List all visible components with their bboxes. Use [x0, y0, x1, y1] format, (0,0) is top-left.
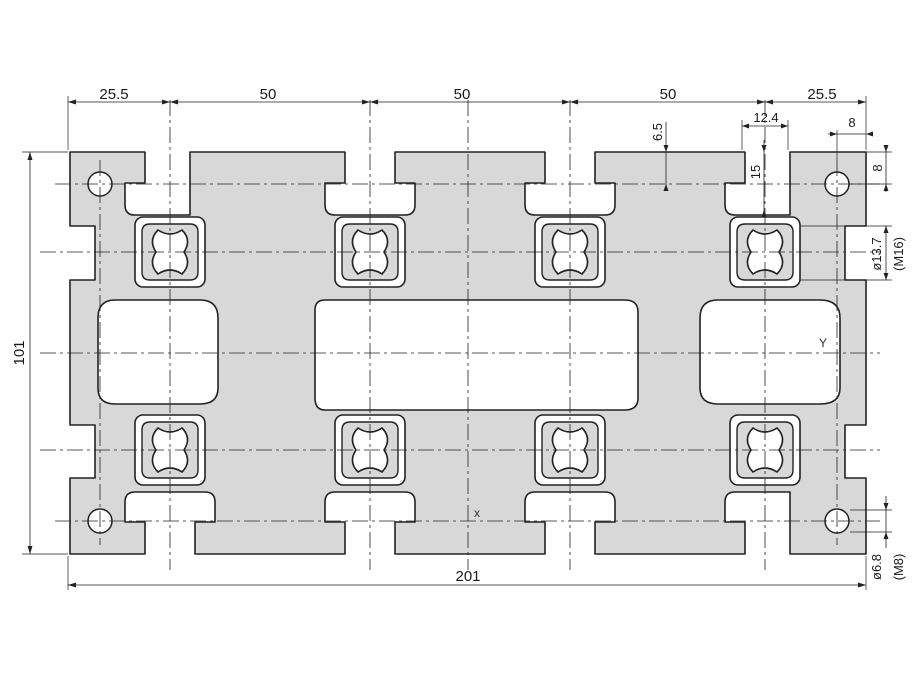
dim-corner-offset-v: 8	[870, 164, 885, 171]
dim-top-pitch-3: 50	[660, 86, 677, 103]
dim-top-pitch-1: 50	[260, 86, 277, 103]
dim-core-bore-diameter: ø13.7	[869, 237, 884, 270]
center-chamber	[314, 299, 639, 411]
dim-corner-offset-h: 8	[848, 115, 855, 130]
dim-core-bore-thread: (M16)	[891, 237, 906, 271]
center-lines	[40, 100, 880, 570]
axis-label-y: Y	[819, 336, 827, 350]
dim-corner-hole-thread: (M8)	[891, 554, 906, 581]
right-chamber	[699, 299, 841, 405]
dim-top-edge-left: 25.5	[99, 86, 128, 103]
dim-wall-depth: 6.5	[650, 123, 665, 141]
dim-overall-width: 201	[455, 568, 480, 585]
dim-slot-width: 12.4	[753, 110, 778, 125]
dim-slot-depth: 15	[748, 165, 763, 179]
axis-label-x: x	[474, 506, 480, 520]
dim-overall-height: 101	[11, 340, 28, 365]
dimension-lines	[22, 96, 892, 590]
dim-top-edge-right: 25.5	[807, 86, 836, 103]
dim-corner-hole-diameter: ø6.8	[869, 554, 884, 580]
dim-top-pitch-2: 50	[454, 86, 471, 103]
left-chamber	[97, 299, 219, 405]
